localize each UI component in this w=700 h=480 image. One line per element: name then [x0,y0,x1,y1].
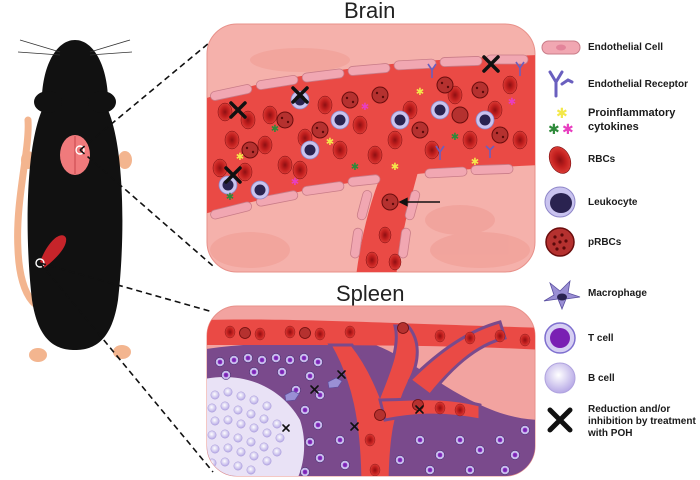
legend-item-macrophage: Macrophage [540,273,700,313]
svg-text:✱: ✱ [548,122,560,138]
legend-item-endothelial-cell: Endothelial Cell [540,28,700,68]
legend-item-rbcs: RBCs [540,140,700,180]
brain-rbcs [212,75,528,271]
svg-text:✱: ✱ [271,124,279,135]
legend-item-cytokines: ✱ ✱ ✱ Proinflammatory cytokines [540,102,700,142]
legend-label: RBCs [588,154,616,165]
prbc-icon [545,227,575,257]
mouse-body [27,40,123,350]
legend-label: B cell [588,373,615,384]
spleen-prbcs [239,322,424,421]
svg-text:✱: ✱ [508,97,516,108]
legend-item-leukocyte: Leukocyte [540,182,700,222]
legend-label: Proinflammatory cytokines [588,107,676,133]
macrophage-icon [543,279,581,311]
legend-item-prbcs: pRBCs [540,222,700,262]
mouse-brain [60,135,90,175]
mouse-ear-left [34,91,62,113]
mouse-spleen [35,235,67,268]
brain-x-marks [224,55,500,184]
svg-text:✱: ✱ [351,162,359,173]
svg-text:✱: ✱ [471,157,479,168]
legend-item-b-cell: B cell [540,358,700,398]
brain-receptors [427,61,525,160]
svg-text:✱: ✱ [416,87,424,98]
b-cell-icon [544,362,576,394]
legend-item-x-mark: Reduction and/or inhibition by treatment… [540,400,700,460]
svg-text:✱: ✱ [236,152,244,163]
endothelial-cell-icon [541,40,581,55]
spleen-panel [206,305,536,477]
t-cell-icon [544,322,576,354]
svg-text:✱: ✱ [361,102,369,113]
svg-text:✱: ✱ [562,122,574,138]
svg-text:✱: ✱ [556,106,568,122]
svg-text:✱: ✱ [226,192,234,203]
endothelial-receptor-icon [548,70,574,98]
mouse-whiskers [17,39,133,56]
legend-item-t-cell: T cell [540,318,700,358]
svg-text:✱: ✱ [326,137,334,148]
legend-label: pRBCs [588,237,622,248]
brain-cytokines: ✱ ✱ ✱ ✱ ✱ ✱ ✱ ✱ ✱ ✱ ✱ ✱ [226,87,516,203]
legend: Endothelial Cell Endothelial Receptor ✱ … [540,0,700,480]
legend-label: Endothelial Receptor [588,79,689,90]
proinflammatory-cytokines-icon: ✱ ✱ ✱ [548,106,574,138]
spleen-title: Spleen [336,281,405,306]
brain-title: Brain [344,0,396,23]
rbc-icon [548,146,572,174]
svg-text:✱: ✱ [291,177,299,188]
legend-label: Leukocyte [588,197,638,208]
spleen-rbcs [224,325,531,476]
legend-item-endothelial-receptor: Endothelial Receptor [540,64,700,104]
mouse-ear-right [88,91,116,113]
brain-prbcs [241,76,509,211]
svg-text:✱: ✱ [451,132,459,143]
brain-arrow [398,197,440,207]
legend-label: Reduction and/or inhibition by treatment… [588,404,696,439]
brain-panel: ✱ ✱ ✱ ✱ ✱ ✱ ✱ ✱ ✱ ✱ ✱ ✱ [206,23,536,273]
x-mark-icon [547,407,573,433]
spleen-macrophages [284,377,343,402]
spleen-x-marks [282,370,424,432]
brain-endothelium-bottom [210,164,514,220]
svg-text:✱: ✱ [391,162,399,173]
connector-lines [39,37,216,473]
mouse-illustration [14,39,133,362]
leukocyte-icon [544,186,576,218]
brain-leukocytes [218,90,495,200]
legend-label: Endothelial Cell [588,42,664,53]
legend-label: T cell [588,333,614,344]
legend-label: Macrophage [588,288,647,299]
